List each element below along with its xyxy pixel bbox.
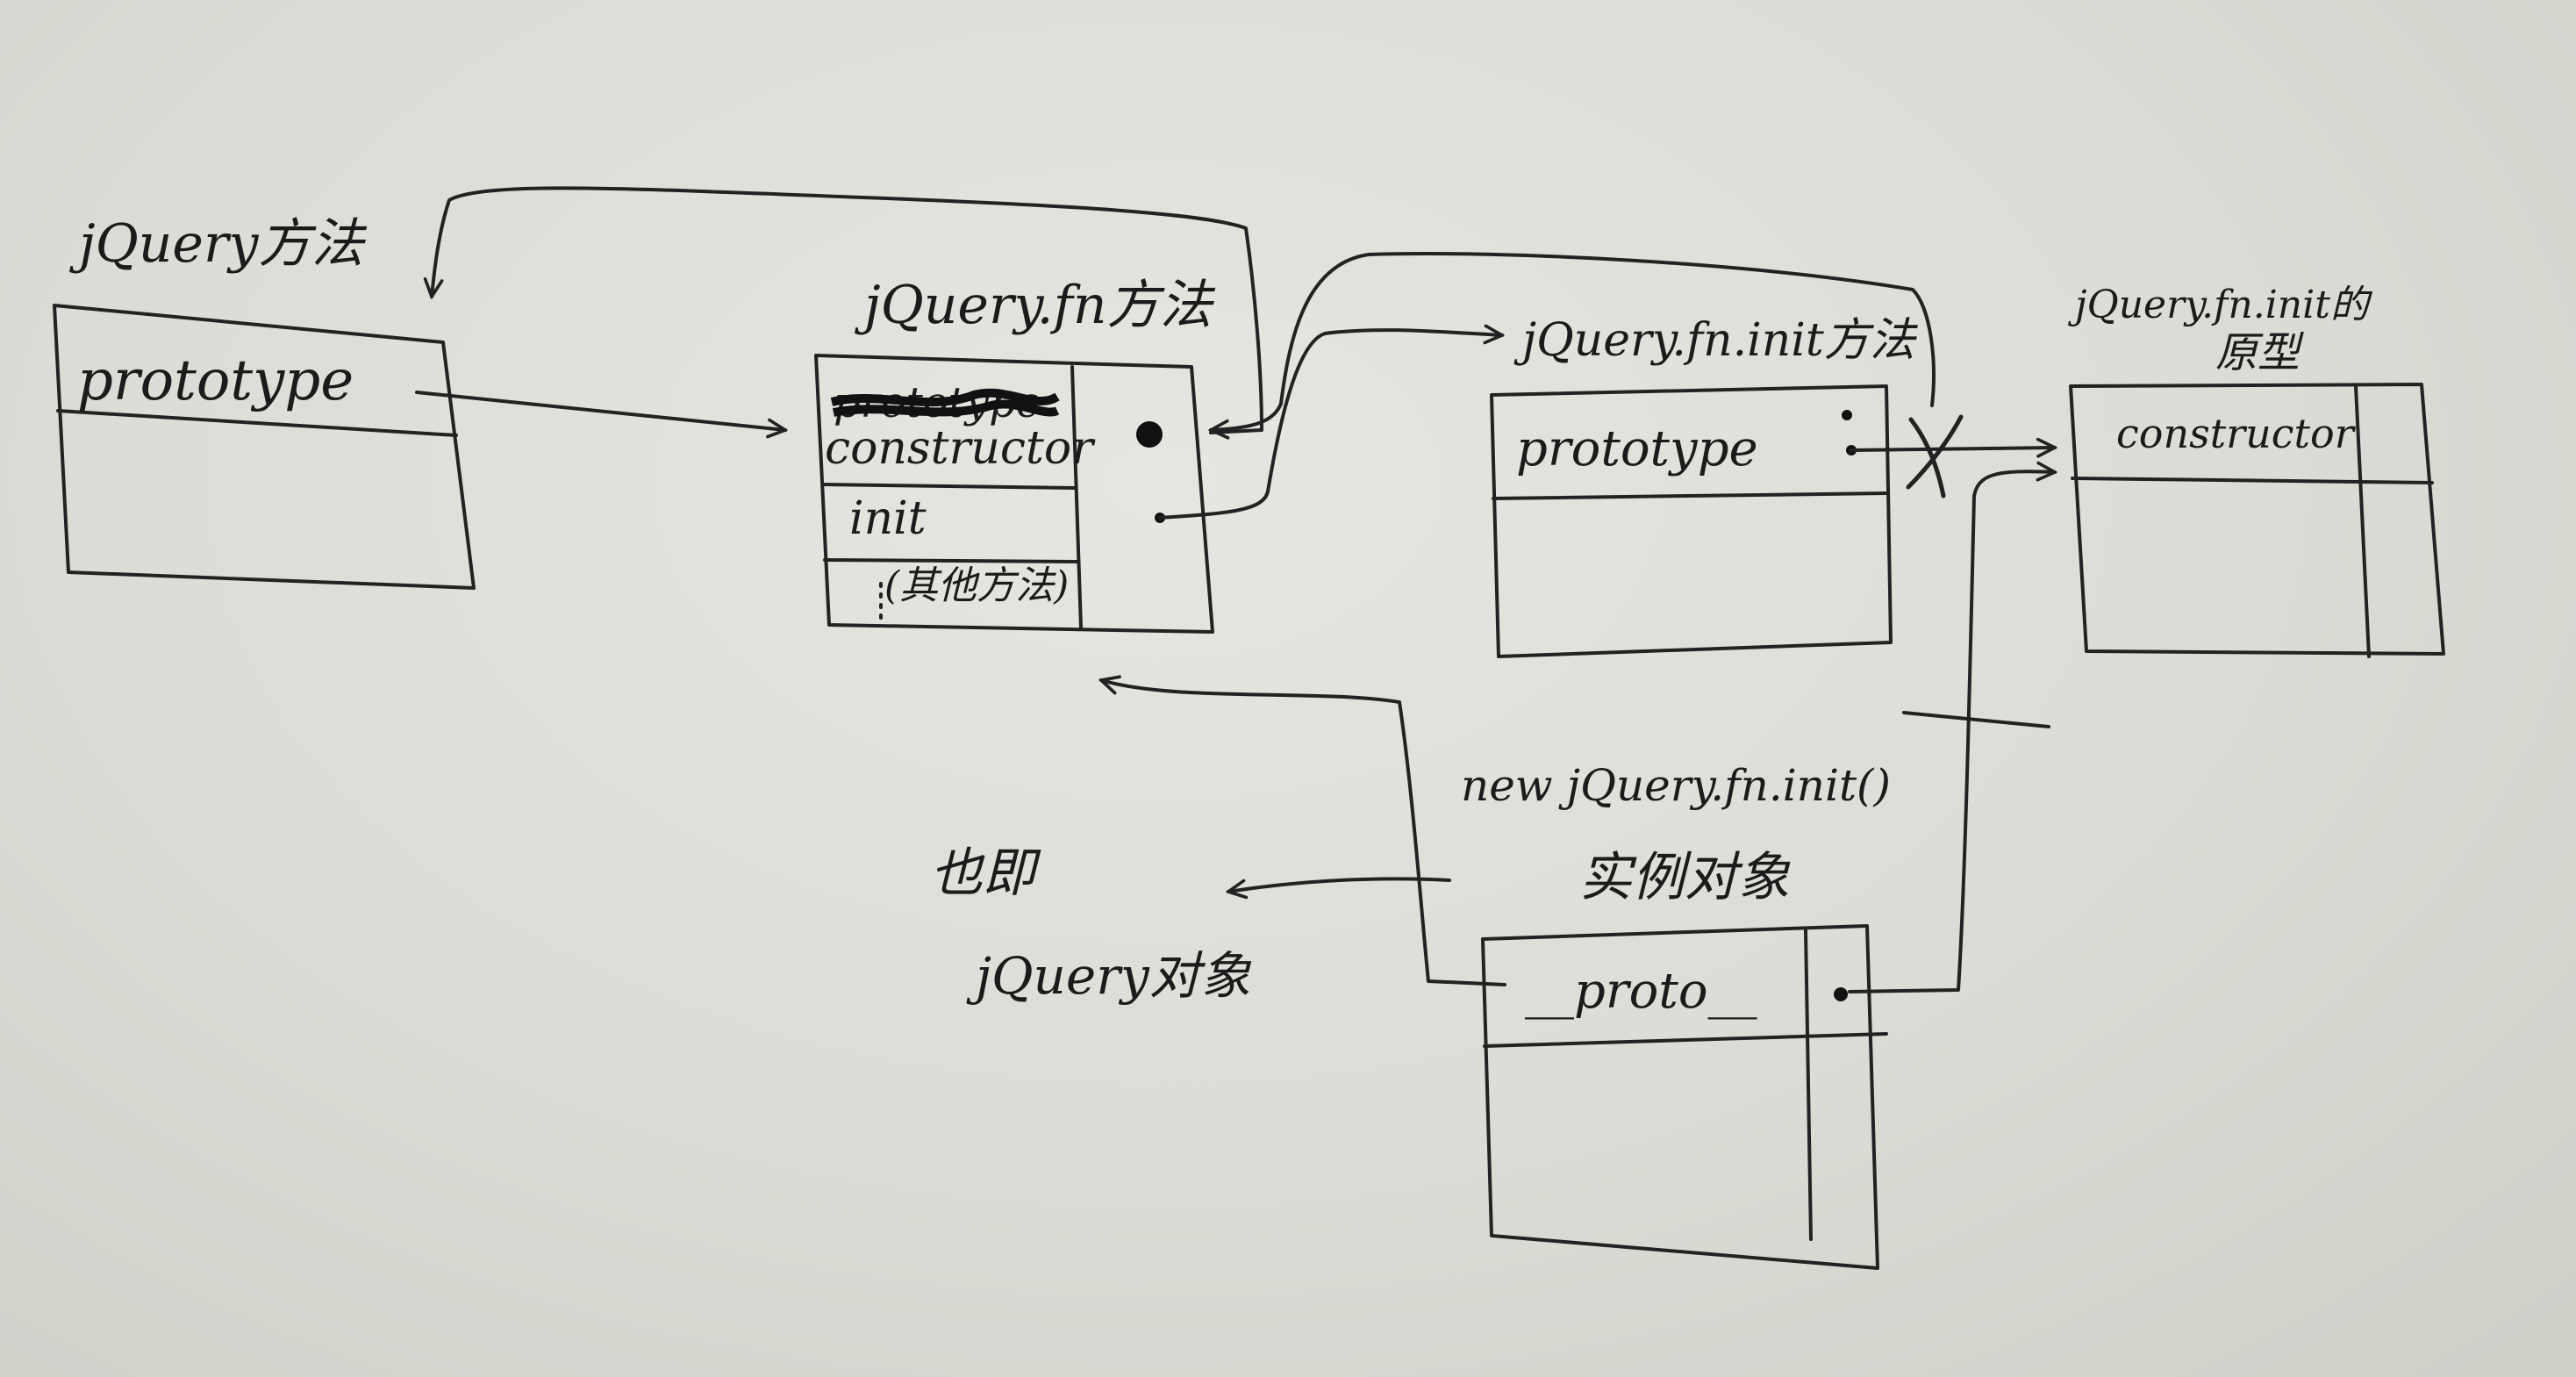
arrow-init-prototype-to-fn <box>1211 252 1936 430</box>
jquery-fn-init-box: jQuery.fn.init方法 prototype <box>1490 314 1919 658</box>
jquery-method-title: jQuery方法 <box>69 213 368 275</box>
jquery-box-divider <box>56 409 458 437</box>
arrow-instance-to-jquery-object <box>1228 877 1451 892</box>
also-known-as-label: 也即 <box>930 843 1041 904</box>
jquery-fn-row-divider-1 <box>821 483 1077 490</box>
arrow-init-prototype-to-original-prototype <box>1850 448 2055 450</box>
instance-box-divider <box>1483 1032 1888 1048</box>
scribble-strikeout <box>830 388 1060 417</box>
instance-box-outline <box>1481 924 1879 1270</box>
jquery-prototype-field: prototype <box>77 348 354 413</box>
instance-box: new jQuery.fn.init() 实例对象 __proto__ <box>1461 760 1891 1270</box>
init-prototype-box-divider <box>2071 477 2434 484</box>
instance-proto-field: __proto__ <box>1525 963 1757 1020</box>
proto-stray-stroke <box>1902 711 2050 728</box>
jquery-object-note: 也即 jQuery对象 <box>930 843 1252 1006</box>
init-prototype-box-column <box>2354 384 2371 658</box>
init-prototype-title-line1: jQuery.fn.init的 <box>2067 283 2373 327</box>
instance-box-column <box>1804 929 1813 1241</box>
jquery-fn-box-outline <box>814 354 1214 634</box>
arrow-constructor-to-jquery <box>432 186 1263 434</box>
arrow-proto-to-init-prototype <box>1848 471 2055 993</box>
init-prototype-box: jQuery.fn.init的 原型 constructor <box>2067 283 2445 658</box>
jquery-fn-method-title: jQuery.fn方法 <box>855 275 1215 336</box>
jquery-object-label: jQuery对象 <box>966 946 1252 1006</box>
jquery-box: jQuery方法 prototype <box>53 213 476 590</box>
jquery-fn-box-column <box>1070 365 1083 629</box>
arrow-proto-to-fn <box>1101 680 1506 986</box>
jquery-fn-init-method-title: jQuery.fn.init方法 <box>1513 314 1919 367</box>
jquery-fn-constructor-field: constructor <box>825 422 1096 475</box>
init-prototype-title-line2: 原型 <box>2215 328 2304 377</box>
instance-object-label: 实例对象 <box>1579 847 1791 908</box>
init-prototype-constructor-field: constructor <box>2116 410 2357 457</box>
init-prototype-box-outline <box>2069 383 2445 656</box>
constructor-pointer-dot <box>1136 421 1163 448</box>
instance-proto-dot <box>1834 987 1848 1001</box>
jquery-fn-row-divider-2 <box>823 558 1079 563</box>
jquery-fn-init-box-outline <box>1490 384 1893 658</box>
jquery-fn-other-methods: (其他方法) <box>884 563 1069 608</box>
new-expression-label: new jQuery.fn.init() <box>1461 760 1891 811</box>
jquery-box-outline <box>53 304 476 590</box>
arrow-init-to-fn-init <box>1158 330 1502 520</box>
arrow-jquery-prototype-to-fn <box>415 391 785 430</box>
jquery-fn-box: jQuery.fn方法 prototype constructor init (… <box>814 275 1215 634</box>
jquery-fn-init-box-divider <box>1492 491 1888 500</box>
jquery-fn-init-prototype-field: prototype <box>1516 420 1758 477</box>
init-prototype-old-dot <box>1842 410 1852 420</box>
broken-link-x-mark <box>1906 414 1964 498</box>
jquery-fn-init-field: init <box>849 492 927 545</box>
